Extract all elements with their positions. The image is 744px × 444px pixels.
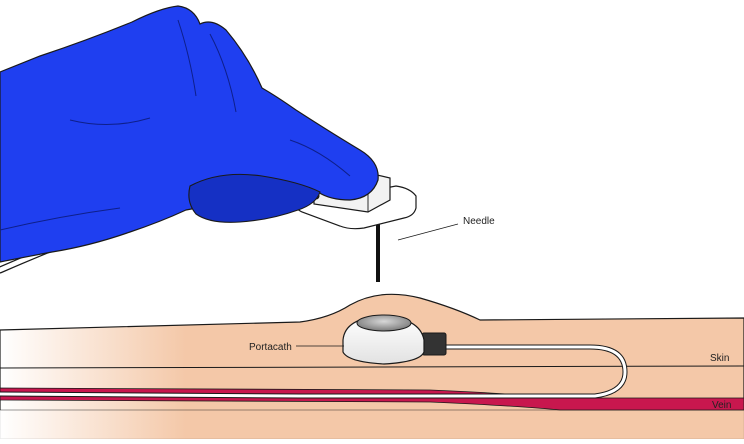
port-septum (356, 314, 412, 332)
portacath-device (342, 314, 447, 365)
tissue-under-vein (0, 410, 744, 439)
catheter-tube-inner (0, 345, 627, 398)
label-skin: Skin (710, 353, 729, 364)
gloved-hand (0, 5, 379, 263)
label-portacath: Portacath (249, 342, 292, 353)
port-connector (421, 332, 447, 356)
glove-hand (0, 5, 379, 263)
label-needle-group: Needle (397, 216, 495, 241)
skin-boundary-line (0, 365, 744, 369)
catheter (0, 344, 628, 399)
label-portacath-group: Portacath (249, 342, 344, 353)
glove-thumb (188, 173, 321, 223)
label-vein: Vein (712, 400, 731, 411)
needle-shaft (376, 222, 380, 282)
needle-leader-line (397, 223, 459, 241)
label-needle: Needle (463, 216, 495, 227)
